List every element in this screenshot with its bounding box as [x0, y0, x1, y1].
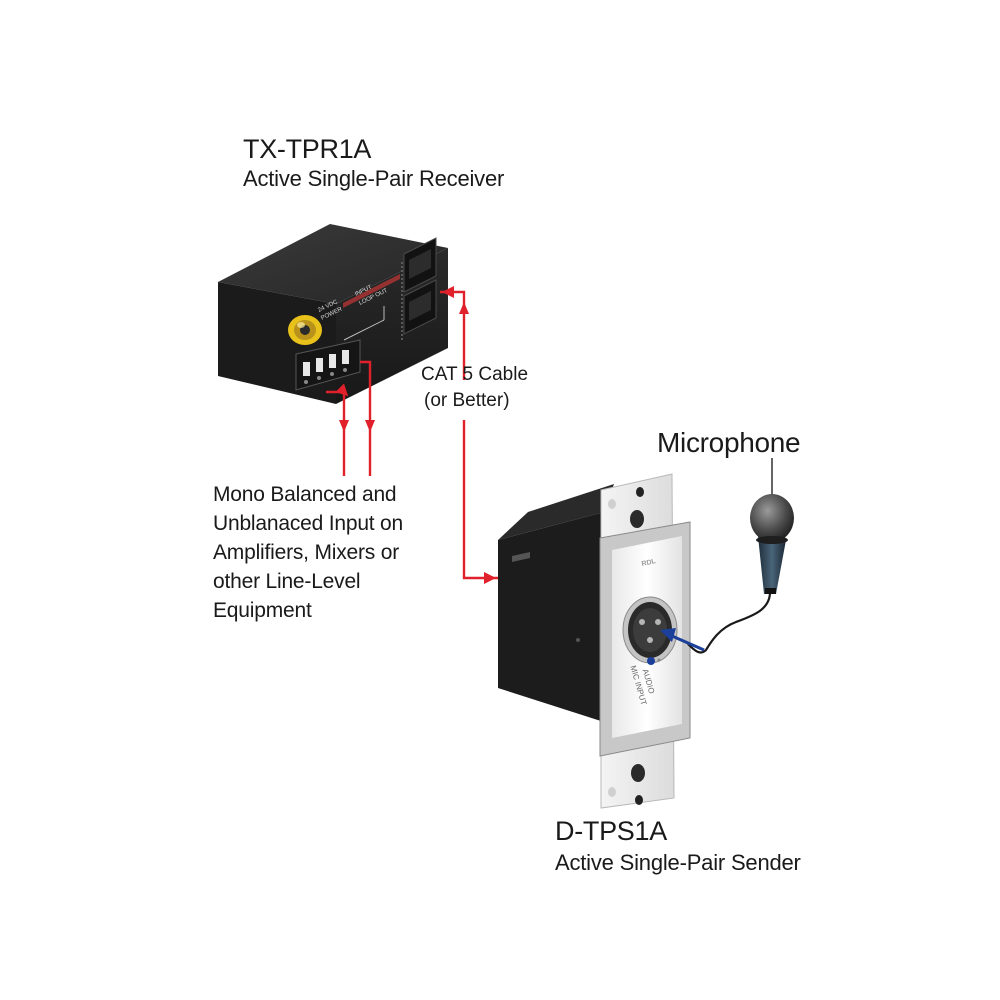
output-line-left [326, 383, 349, 476]
receiver-side-face [336, 248, 448, 404]
sender-model-title: D-TPS1A [555, 816, 667, 846]
microphone-body [758, 536, 786, 594]
xlr-connector [622, 596, 678, 664]
cable-label-line2: (or Better) [424, 390, 510, 411]
output-line-right [360, 360, 372, 476]
mic-signal-arrow [671, 634, 705, 652]
sender-description: Active Single-Pair Sender [555, 850, 801, 875]
receiver-rj45-jacks [401, 237, 437, 340]
sender-device: RDL AUDIO MIC INPUT [498, 473, 691, 809]
sender-brand-label: RDL [641, 558, 657, 568]
microphone-label: Microphone [657, 427, 801, 458]
status-led [647, 657, 655, 665]
output-note-line: Amplifiers, Mixers or [213, 541, 399, 564]
microphone-head [750, 494, 794, 542]
receiver-power-connector [288, 315, 322, 345]
cat5-line [462, 420, 498, 580]
sender-box-top [498, 484, 614, 540]
microphone-cable [687, 591, 772, 654]
output-note: Mono Balanced and Unblanaced Input on Am… [213, 480, 403, 625]
sender-box-left [498, 512, 604, 722]
microphone [660, 458, 794, 654]
receiver-model-title: TX-TPR1A [243, 134, 372, 164]
receiver-device: 24 VDC POWER INPUT LOOP OUT [218, 224, 448, 404]
receiver-description: Active Single-Pair Receiver [243, 166, 505, 191]
receiver-terminal-block [295, 339, 361, 391]
output-note-line: Equipment [213, 599, 312, 622]
signal-lines [326, 286, 498, 584]
receiver-top-face [218, 224, 448, 304]
output-note-line: Mono Balanced and [213, 483, 397, 506]
cable-label-line1: CAT 5 Cable [421, 364, 529, 385]
output-note-line: other Line-Level [213, 570, 361, 593]
output-note-line: Unblanaced Input on [213, 512, 404, 535]
